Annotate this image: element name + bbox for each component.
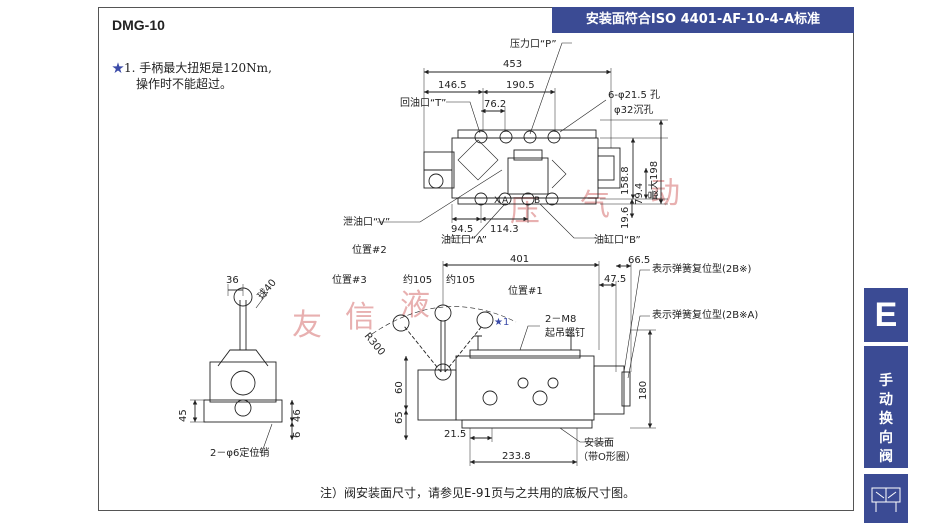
dim-label: 233.8: [502, 451, 531, 462]
dim-label: 45: [178, 409, 189, 422]
x-mark: X: [494, 196, 500, 206]
lifting-screw-label: 2－M8: [545, 314, 576, 325]
note-line-1: 1. 手柄最大扭矩是120Nm,: [124, 61, 272, 75]
dim-label: 47.5: [604, 274, 626, 285]
dim-label: 453: [503, 59, 522, 70]
counterbore-label: φ32沉孔: [614, 103, 653, 116]
watermark-char: 动: [650, 176, 680, 211]
dim-label: 158.8: [620, 166, 631, 195]
mounting-face-label: 安装面: [584, 436, 614, 449]
dim-label: 21.5: [444, 429, 466, 440]
dim-label: 190.5: [506, 80, 535, 91]
spring-type-a-label: 表示弹簧复位型(2B※A): [652, 308, 758, 321]
watermark-char: 信: [345, 300, 375, 335]
front-view: [371, 261, 656, 466]
dim-label: 6: [292, 432, 303, 438]
footnote: 注）阀安装面尺寸，请参见E-91页与之共用的底板尺寸图。: [320, 486, 636, 500]
section-tab-label: 手 动 换 向 阀: [864, 346, 908, 468]
dim-label: 401: [510, 254, 529, 265]
handle-note: ★1. 手柄最大扭矩是120Nm, 操作时不能超过。: [112, 60, 272, 92]
dim-label: 最大198: [647, 161, 660, 200]
dim-label: 60: [394, 381, 405, 394]
port-t-label: 回油口“T”: [400, 96, 446, 109]
watermark-char: 液: [400, 288, 430, 323]
dim-label: 180: [638, 381, 649, 400]
position-3-label: 位置#3: [332, 273, 367, 286]
holes-label: 6-φ21.5 孔: [608, 89, 660, 101]
oring-label: （带O形圈）: [578, 451, 636, 463]
dim-label: 36: [226, 275, 239, 286]
port-a-label: 油缸口“A”: [441, 233, 487, 246]
a-mark: A: [502, 196, 509, 206]
top-view: [377, 42, 668, 239]
spring-type-label: 表示弹簧复位型(2B※): [652, 262, 752, 275]
valve-symbol-icon: [864, 474, 908, 523]
tab-char: 向: [879, 430, 893, 446]
port-b-label: 油缸口“B”: [594, 233, 641, 246]
watermark-char: 友: [292, 308, 322, 343]
lifting-screw-sub: 起吊螺钉: [545, 327, 585, 339]
dim-label: 94.5: [451, 224, 473, 235]
angle-left-label: 约105: [403, 273, 432, 286]
note-line-2: 操作时不能超过。: [136, 77, 233, 91]
dim-label: 76.2: [484, 99, 506, 110]
watermark-char: 气: [580, 188, 610, 223]
star-icon: ★: [112, 61, 125, 75]
section-tab-letter: E: [864, 288, 908, 342]
tab-char: 换: [879, 411, 893, 427]
dim-label: 79.4: [634, 183, 645, 205]
angle-right-label: 约105: [446, 273, 475, 286]
dim-label: 114.3: [490, 224, 519, 235]
model-title: DMG-10: [112, 17, 165, 33]
watermark-char: 压: [510, 194, 540, 229]
radius-label: R300: [362, 331, 387, 358]
tab-char: 动: [879, 392, 893, 408]
dim-label: 66.5: [628, 255, 650, 266]
standard-banner: 安装面符合ISO 4401-AF-10-4-A标准: [552, 7, 854, 33]
ball-dia-label: 球40: [254, 276, 279, 302]
side-view: [190, 284, 295, 453]
dowel-pin-label: 2－φ6定位销: [210, 446, 269, 459]
tab-char: 阀: [879, 449, 893, 465]
drawing-frame: [98, 7, 854, 511]
star-note-marker: ★1: [494, 317, 509, 328]
port-v-label: 泄油口“V”: [343, 215, 390, 228]
position-2-label: 位置#2: [352, 243, 387, 256]
b-mark: B: [534, 196, 540, 206]
dim-label: 19.6: [620, 207, 631, 229]
port-p-label: 压力口“P”: [510, 37, 557, 50]
dim-label: 65: [394, 411, 405, 424]
position-1-label: 位置#1: [508, 284, 543, 297]
dim-label: 46: [292, 409, 303, 422]
dim-label: 146.5: [438, 80, 467, 91]
tab-char: 手: [879, 373, 893, 389]
